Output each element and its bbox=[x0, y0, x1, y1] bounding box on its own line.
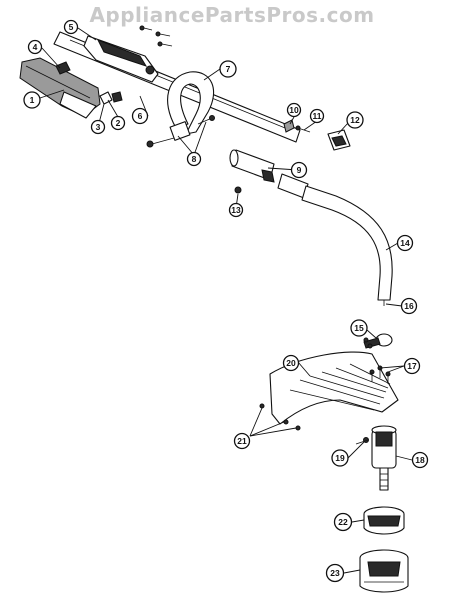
callout-label: 16 bbox=[404, 301, 414, 311]
callout-19: 19 bbox=[331, 449, 349, 467]
callout-21: 21 bbox=[233, 432, 251, 450]
callout-13: 13 bbox=[228, 202, 244, 218]
callout-20: 20 bbox=[282, 354, 300, 372]
callout-label: 7 bbox=[226, 64, 231, 74]
callout-14: 14 bbox=[396, 234, 414, 252]
callout-label: 23 bbox=[330, 568, 340, 578]
callout-15: 15 bbox=[350, 319, 368, 337]
trimmer-head-part bbox=[359, 549, 409, 593]
rear-grip-part bbox=[19, 57, 101, 119]
callout-9: 9 bbox=[290, 161, 308, 179]
callout-label: 4 bbox=[33, 42, 38, 52]
callout-5: 5 bbox=[63, 19, 79, 35]
callout-label: 10 bbox=[289, 105, 299, 115]
gearbox-part bbox=[355, 425, 397, 491]
coupler-part bbox=[229, 149, 309, 199]
callout-2: 2 bbox=[110, 115, 126, 131]
shaft-clamp-part bbox=[363, 333, 393, 349]
callout-4: 4 bbox=[27, 39, 43, 55]
callout-18: 18 bbox=[411, 451, 429, 469]
lower-shaft-part bbox=[301, 185, 393, 306]
callout-label: 18 bbox=[415, 455, 425, 465]
callout-10: 10 bbox=[286, 102, 302, 118]
callout-3: 3 bbox=[90, 119, 106, 135]
trimmer-spool-part bbox=[363, 506, 405, 535]
callout-label: 14 bbox=[400, 238, 410, 248]
callout-12: 12 bbox=[346, 111, 364, 129]
callout-label: 17 bbox=[407, 361, 417, 371]
throttle-housing-part bbox=[83, 35, 159, 83]
callout-6: 6 bbox=[131, 107, 149, 125]
callout-11: 11 bbox=[309, 108, 325, 124]
callout-17: 17 bbox=[403, 357, 421, 375]
loop-handle-part bbox=[167, 71, 215, 141]
watermark: AppliancePartsPros.com bbox=[89, 3, 374, 27]
callout-16: 16 bbox=[400, 297, 418, 315]
callout-label: 19 bbox=[335, 453, 345, 463]
callout-label: 2 bbox=[116, 118, 121, 128]
coupler-fasteners bbox=[234, 119, 351, 194]
callout-label: 12 bbox=[350, 115, 360, 125]
callout-22: 22 bbox=[333, 512, 353, 532]
callout-1: 1 bbox=[23, 91, 41, 109]
callout-label: 22 bbox=[338, 517, 348, 527]
callout-label: 21 bbox=[237, 436, 247, 446]
callout-23: 23 bbox=[325, 563, 345, 583]
callout-label: 11 bbox=[313, 111, 322, 121]
handle-bolts bbox=[146, 115, 215, 148]
callout-label: 6 bbox=[138, 111, 143, 121]
callout-label: 8 bbox=[192, 154, 197, 164]
callout-label: 3 bbox=[96, 122, 101, 132]
callout-7: 7 bbox=[219, 60, 237, 78]
trigger-parts bbox=[55, 61, 123, 105]
callout-label: 5 bbox=[69, 22, 74, 32]
callout-8: 8 bbox=[186, 151, 202, 167]
debris-shield-part bbox=[269, 351, 399, 425]
leader-lines bbox=[39, 27, 413, 574]
callout-label: 9 bbox=[297, 165, 302, 175]
screws-top bbox=[139, 25, 173, 47]
callout-label: 15 bbox=[354, 323, 364, 333]
callout-label: 13 bbox=[231, 205, 241, 215]
callout-label: 20 bbox=[286, 358, 296, 368]
callout-label: 1 bbox=[30, 95, 35, 105]
